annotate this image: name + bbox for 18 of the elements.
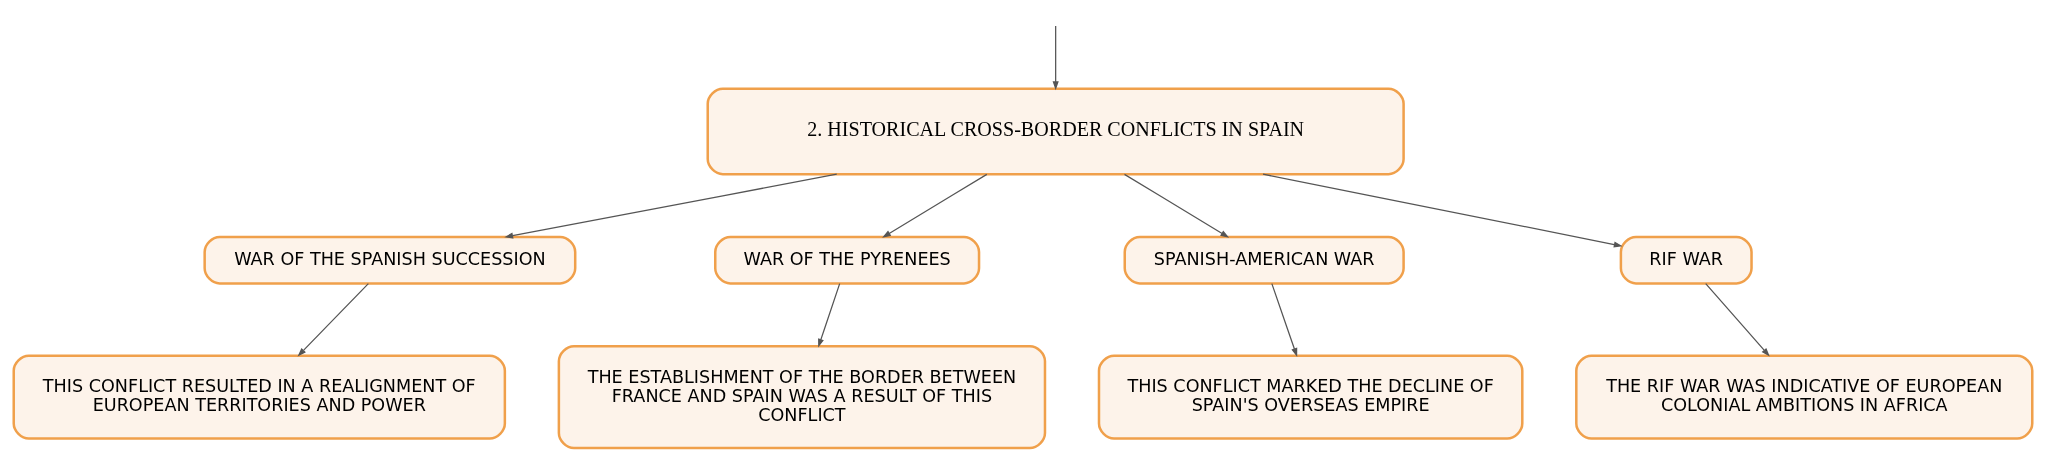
arrow [818,282,841,347]
arrow [882,173,988,238]
node-box: WAR OF THE SPANISH SUCCESSION [203,235,577,285]
node-box: RIF WAR [1619,235,1753,285]
node-box: THE RIF WAR WAS INDICATIVE OF EUROPEAN COLONIAL AMBITIONS IN AFRICA [1575,353,2034,440]
arrow [1705,282,1770,357]
node-box: WAR OF THE PYRENEES [714,235,981,285]
node-box: THIS CONFLICT RESULTED IN A REALIGNMENT OF EUROPEAN TERRITORIES AND POWER [12,353,507,440]
node-box: SPANISH-AMERICAN WAR [1123,235,1405,285]
arrow [1052,24,1059,90]
node-box: THIS CONFLICT MARKED THE DECLINE OF SPAIN'S OVERSEAS EMPIRE [1097,353,1524,440]
node-box: THE ESTABLISHMENT OF THE BORDER BETWEEN FRANCE AND SPAIN WAS A RESULT OF THIS CONFLICT [557,344,1047,449]
node-box: 2. HISTORICAL CROSS-BORDER CONFLICTS IN SPAIN [706,86,1405,175]
arrow [1262,173,1623,247]
arrow [504,173,838,239]
arrow [1271,282,1298,357]
arrow [1123,173,1230,238]
arrow [297,282,369,357]
